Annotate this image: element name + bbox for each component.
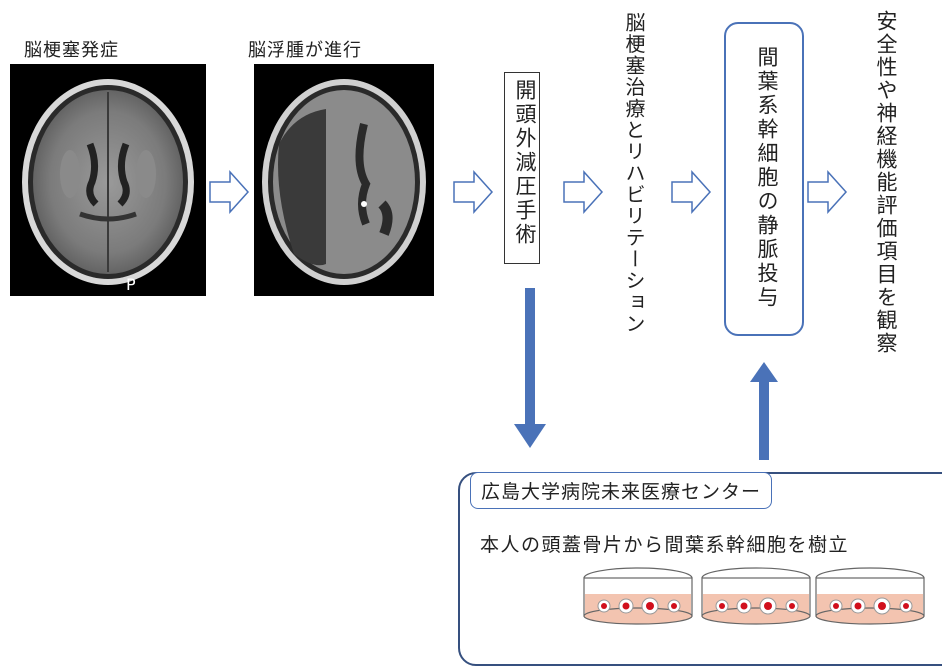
petri-dish-1-icon xyxy=(583,567,693,625)
flow-arrow-1-icon xyxy=(209,170,250,214)
edema-label: 脳浮腫が進行 xyxy=(248,40,362,61)
ct-scan-edema-image xyxy=(254,64,434,296)
treatment-label: 脳梗塞治療とリハビリテーション xyxy=(622,12,646,335)
infusion-label: 間葉系幹細胞の静脈投与 xyxy=(755,46,779,310)
center-description: 本人の頭蓋骨片から間葉系幹細胞を樹立 xyxy=(480,534,850,556)
center-title: 広島大学病院未来医療センター xyxy=(470,472,773,509)
infusion-box: 間葉系幹細胞の静脈投与 xyxy=(724,22,804,336)
flow-arrow-4-icon xyxy=(671,170,712,214)
petri-dish-3-icon xyxy=(815,567,925,625)
flow-arrow-3-icon xyxy=(563,170,604,214)
evaluation-label: 安全性や神経機能評価項目を観察 xyxy=(874,10,898,355)
ct-marker: P xyxy=(126,275,136,294)
petri-dish-2-icon xyxy=(701,567,811,625)
onset-label: 脳梗塞発症 xyxy=(24,40,119,61)
up-arrow-icon xyxy=(750,362,778,460)
ct-scan-onset: P xyxy=(10,64,206,296)
flow-arrow-2-icon xyxy=(453,170,494,214)
down-arrow-icon xyxy=(514,288,546,448)
ct-scan-onset-image: P xyxy=(10,64,206,296)
surgery-box: 開頭外減圧手術 xyxy=(504,72,540,264)
ct-scan-edema xyxy=(254,64,434,296)
flow-arrow-5-icon xyxy=(807,170,848,214)
